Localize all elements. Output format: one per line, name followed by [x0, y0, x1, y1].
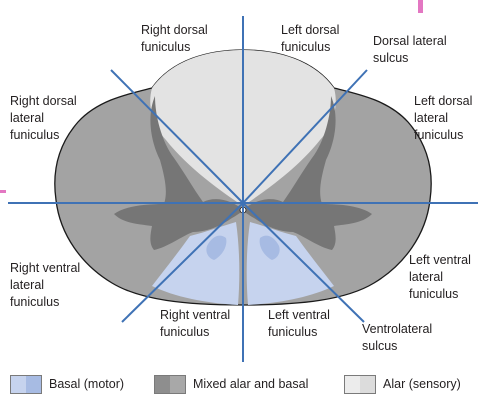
legend-label-alar: Alar (sensory): [383, 377, 461, 391]
label-right-ventral-funiculus: Right ventral funiculus: [160, 308, 231, 339]
dorsal-right-division-line: [110, 69, 244, 204]
right-ventral-horn-basal: [206, 235, 227, 260]
label-left-ventral-lateral-funiculus: Left ventral lateral funiculus: [409, 253, 471, 301]
left-ventral-horn-basal: [259, 235, 280, 260]
label-right-ventral-lateral-funiculus: Right ventral lateral funiculus: [10, 261, 81, 309]
accent-mark-top-right: [418, 0, 423, 13]
label-left-ventral-funiculus: Left ventral funiculus: [268, 308, 330, 339]
legend-item-basal: Basal (motor): [10, 374, 124, 394]
legend-item-mixed: Mixed alar and basal: [154, 374, 308, 394]
label-left-dorsal-lateral-funiculus: Left dorsal lateral funiculus: [414, 94, 473, 142]
gray-matter-butterfly: [114, 96, 372, 250]
legend-item-alar: Alar (sensory): [344, 374, 461, 394]
legend-label-mixed: Mixed alar and basal: [193, 377, 309, 391]
legend-swatch-alar: [344, 374, 376, 394]
label-left-dorsal-funiculus: Left dorsal funiculus: [281, 23, 340, 54]
ventrolateral-division-line: [242, 202, 365, 323]
dorsal-left-division-line: [242, 69, 368, 204]
label-ventrolateral-sulcus: Ventrolateral sulcus: [362, 322, 433, 353]
label-right-dorsal-funiculus: Right dorsal funiculus: [141, 23, 208, 54]
accent-mark-left: [0, 190, 6, 193]
label-dorsal-lateral-sulcus: Dorsal lateral sulcus: [373, 34, 447, 65]
ventral-right-division-line: [121, 202, 244, 323]
legend-label-basal: Basal (motor): [49, 377, 125, 391]
legend-swatch-basal: [10, 374, 42, 394]
label-right-dorsal-lateral-funiculus: Right dorsal lateral funiculus: [10, 94, 77, 142]
legend-swatch-mixed: [154, 374, 186, 394]
